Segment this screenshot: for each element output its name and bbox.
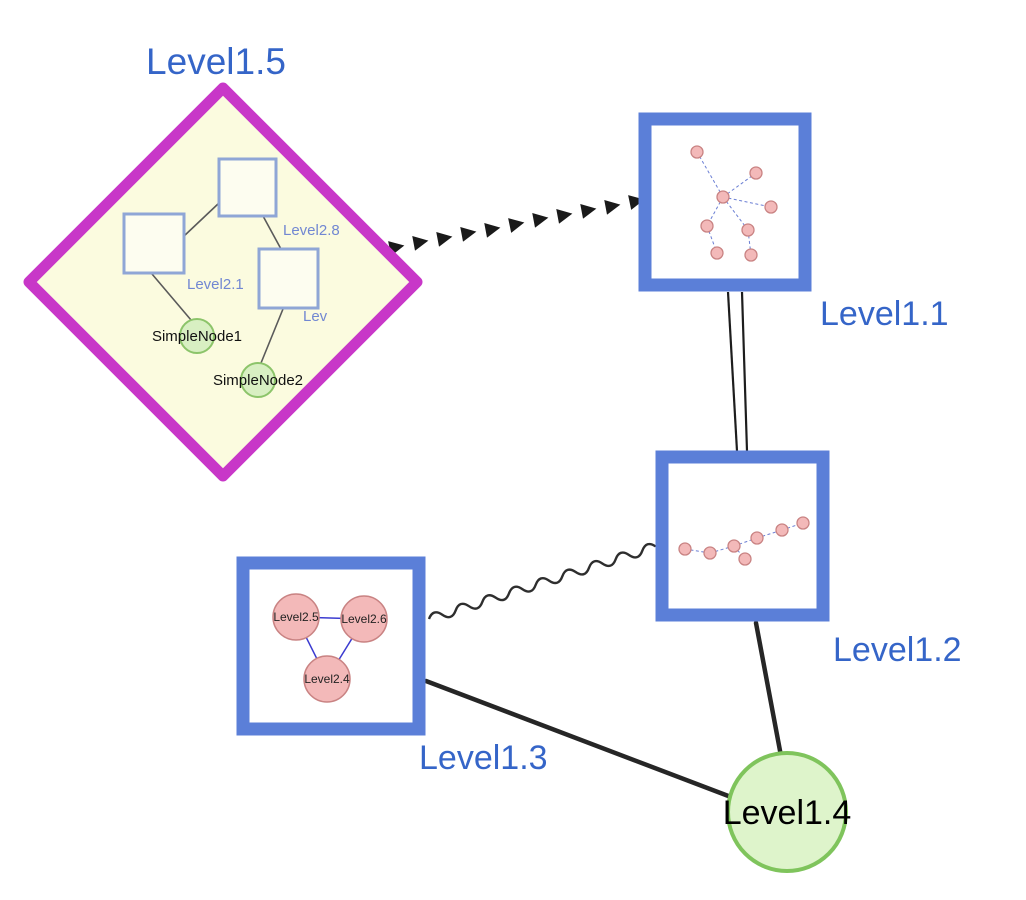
- mini-node: [710, 246, 724, 260]
- node-level28-square[interactable]: [217, 157, 278, 218]
- node-level15-group: Level2.8 Level2.1 Lev SimpleNode1 Simple…: [23, 82, 423, 482]
- node-level12-group: [655, 450, 830, 622]
- mini-node: [750, 531, 764, 545]
- level15-label: Level1.5: [146, 41, 286, 82]
- node-level21-square[interactable]: [122, 212, 186, 275]
- inner-edge-right-to-simple2: [260, 308, 284, 364]
- mini-node: [690, 145, 704, 159]
- level25-label: Level2.5: [273, 610, 319, 624]
- node-level15-diamond[interactable]: [23, 82, 423, 482]
- simplenode1-label: SimpleNode1: [152, 328, 242, 345]
- mini-node: [703, 546, 717, 560]
- edge-level12-to-level14: [753, 620, 784, 759]
- mini-node: [764, 200, 778, 214]
- mini-node: [678, 542, 692, 556]
- edge-level13-to-level14: [423, 678, 734, 800]
- level24-label: Level2.4: [304, 672, 350, 686]
- node-level13-group: Level2.5 Level2.6 Level2.4: [236, 556, 426, 736]
- level11-mini-graph: [690, 145, 778, 262]
- node-level2x-square[interactable]: [257, 247, 320, 310]
- inner-edge-left-to-top: [182, 202, 220, 238]
- edge-level13-to-level12: [427, 542, 657, 620]
- node-simplenode2[interactable]: [240, 362, 276, 398]
- node-simplenode1[interactable]: [179, 318, 215, 354]
- edge-level11-to-level12: [726, 291, 749, 452]
- inner-edge-left-to-simple1: [151, 273, 192, 321]
- node-level12-square[interactable]: [655, 450, 830, 622]
- level13-label: Level1.3: [419, 739, 548, 777]
- level21-label: Level2.1: [187, 276, 244, 293]
- edge-level15-to-level11: [388, 195, 645, 256]
- node-level14-circle[interactable]: [726, 751, 848, 873]
- mini-node: [749, 166, 763, 180]
- inner-edge-top-to-right: [262, 215, 282, 250]
- mini-node: [700, 219, 714, 233]
- node-level11-group: [638, 112, 812, 292]
- level26-label: Level2.6: [341, 612, 387, 626]
- level2x-label: Lev: [303, 308, 328, 325]
- mini-node: [738, 552, 752, 566]
- level14-label: Level1.4: [723, 794, 852, 832]
- level11-label: Level1.1: [820, 295, 949, 333]
- mini-node: [744, 248, 758, 262]
- node-level13-square[interactable]: [236, 556, 426, 736]
- node-level24[interactable]: [303, 655, 351, 703]
- node-level25[interactable]: [272, 593, 320, 641]
- mini-node: [716, 190, 730, 204]
- mini-node: [796, 516, 810, 530]
- level13-mini-graph: Level2.5 Level2.6 Level2.4: [272, 593, 388, 703]
- mini-node: [741, 223, 755, 237]
- node-level26[interactable]: [340, 595, 388, 643]
- level12-label: Level1.2: [833, 631, 962, 669]
- mini-node: [727, 539, 741, 553]
- simplenode2-label: SimpleNode2: [213, 372, 303, 389]
- mini-node: [775, 523, 789, 537]
- level12-mini-graph: [678, 516, 810, 566]
- level28-label: Level2.8: [283, 222, 340, 239]
